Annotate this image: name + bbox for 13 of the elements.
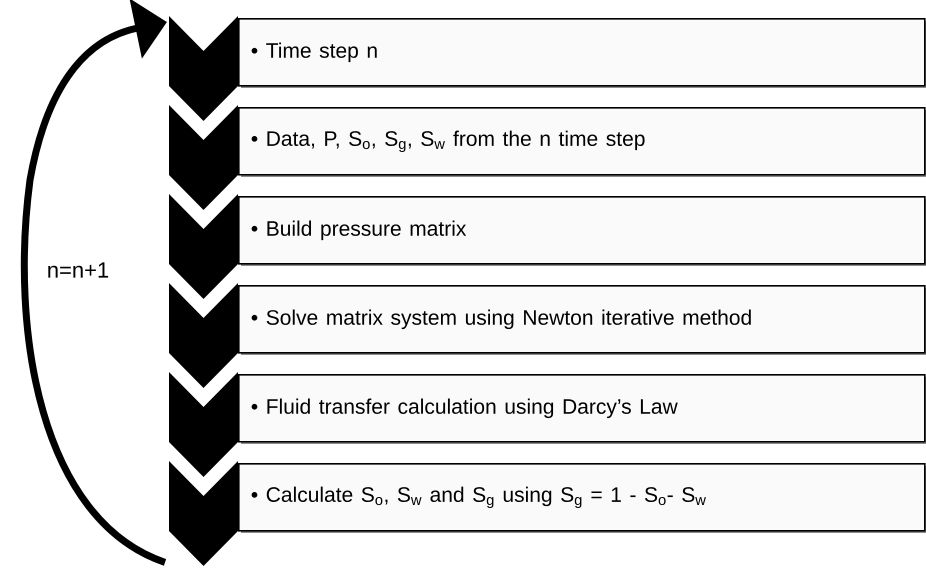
step-box: • Solve matrix system using Newton iterative method [238,285,926,355]
chevron-shape [169,105,238,210]
chevron-shape [169,194,238,299]
edge-label: n=n+1 [44,260,112,280]
chevron-shape [169,283,238,388]
chevron-shape [169,372,238,477]
step-box: • Calculate S$_{o}$, S$_{w}$ and S$_{g}$ using S$_{g}$ = 1 - S$_{o}$- S$_{w}$ [238,463,926,533]
step-box: • Fluid transfer calculation using Darcy’s Law [238,374,926,444]
step-box: • Data, P, S$_{o}$, S$_{g}$, S$_{w}$ from the n time step [238,107,926,177]
step-box: • Build pressure matrix [238,196,926,266]
chevron-shape [169,16,238,121]
chevron-shape [169,461,238,566]
step-box: • Time step n [238,18,926,88]
